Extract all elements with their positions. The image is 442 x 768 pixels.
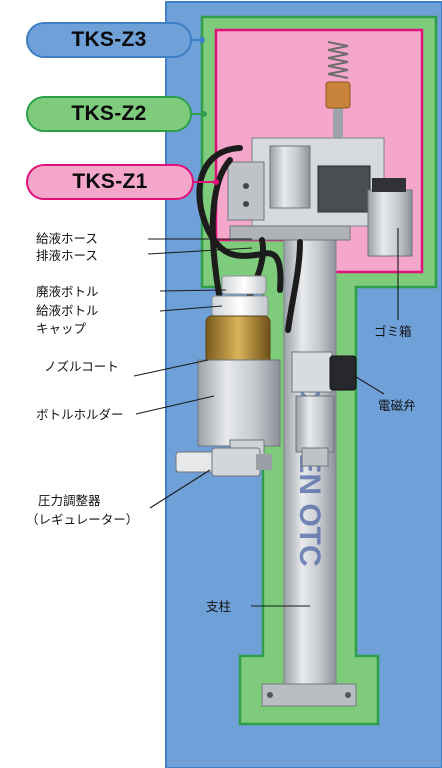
supply-bottle-cap: [221, 275, 267, 295]
label-supply-bottle: 給液ボトル: [36, 303, 99, 318]
spring: [325, 41, 351, 140]
zone-z3-badge: TKS-Z3: [26, 22, 192, 58]
dust-box: [367, 189, 413, 257]
label-cap: キャップ: [36, 321, 87, 336]
bottles: [205, 275, 271, 375]
label-drain-hose: 排液ホース: [36, 248, 98, 263]
label-supply-hose: 給液ホース: [36, 231, 98, 246]
label-nozzle-coat: ノズルコート: [44, 359, 119, 374]
solenoid-valve-unit: [291, 351, 357, 467]
zone-z2-badge: TKS-Z2: [26, 96, 192, 132]
zone-connectors: [190, 37, 219, 185]
pressure-regulator: [175, 447, 272, 477]
label-regulator: 圧力調整器: [38, 493, 101, 508]
label-regulator-sub: （レギュレーター）: [26, 512, 139, 527]
nozzle-cleaning-unit: [227, 137, 413, 257]
label-waste-bottle: 廃液ボトル: [36, 284, 99, 299]
bottle-holder: [197, 359, 281, 467]
label-dust-box: ゴミ箱: [374, 324, 412, 339]
leader-lines: [133, 228, 399, 607]
label-post: 支柱: [206, 599, 232, 614]
label-bottle-holder: ボトルホルダー: [36, 407, 124, 422]
label-solenoid-valve: 電磁弁: [378, 398, 416, 413]
post-base: [261, 683, 357, 707]
zone-z1-badge: TKS-Z1: [26, 164, 194, 200]
